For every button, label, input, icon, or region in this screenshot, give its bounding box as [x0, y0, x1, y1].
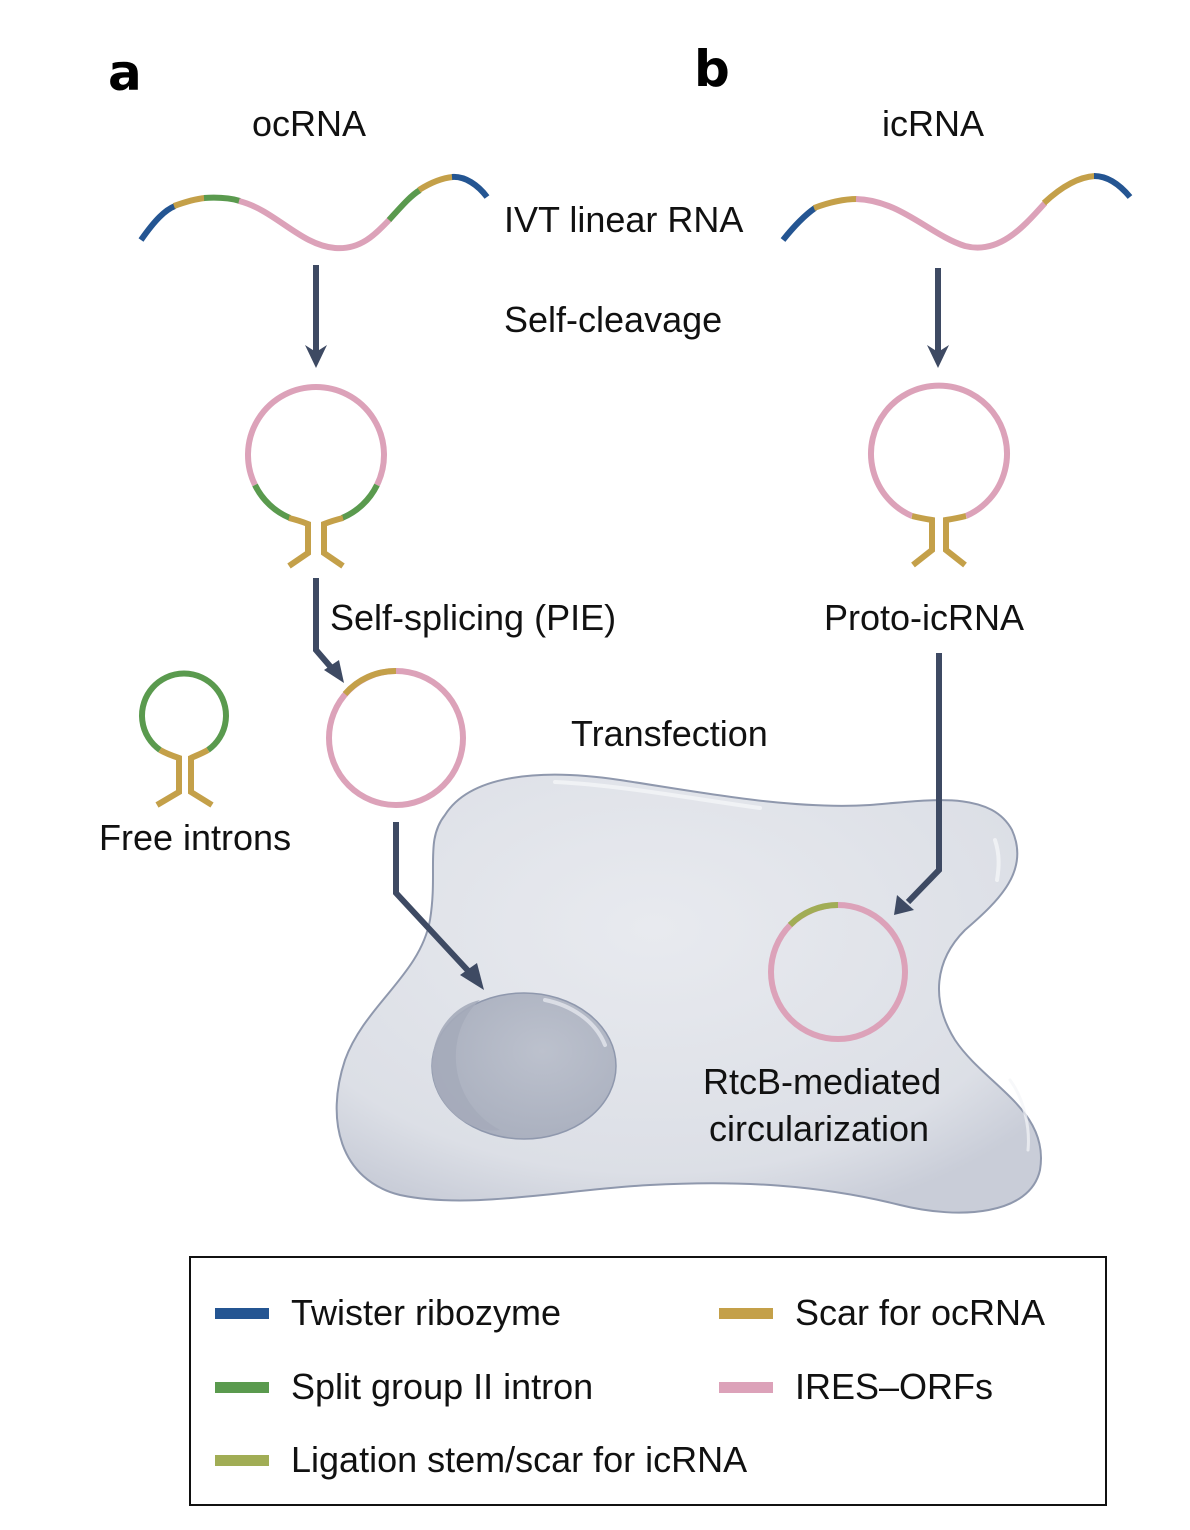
- self-splicing-label: Self-splicing (PIE): [330, 597, 617, 638]
- self-cleavage-label: Self-cleavage: [504, 299, 723, 340]
- legend-swatch: [215, 1307, 269, 1319]
- icrna-circle: [768, 901, 908, 1042]
- legend-swatch: [215, 1381, 269, 1393]
- free-intron-circle: [139, 670, 229, 808]
- legend-swatch: [719, 1307, 773, 1319]
- transfection-label: Transfection: [571, 713, 768, 754]
- cell-highlight-lower: [1008, 1078, 1030, 1152]
- legend-label: IRES–ORFs: [795, 1366, 994, 1407]
- legend-label: Scar for ocRNA: [795, 1292, 1046, 1333]
- ocrna-title: ocRNA: [252, 103, 367, 144]
- panel-label-a: a: [108, 44, 142, 102]
- legend-swatch: [719, 1381, 773, 1393]
- legend: Twister ribozyme Scar for ocRNA Split gr…: [189, 1256, 1107, 1506]
- cell-body: [335, 773, 1043, 1214]
- icrna-title: icRNA: [882, 103, 985, 144]
- panel-label-b: b: [694, 40, 730, 98]
- rtcb-label-line2: circularization: [709, 1108, 930, 1149]
- arrow-transfection-a: [393, 822, 484, 990]
- legend-item-ires-orfs: IRES–ORFs: [719, 1366, 993, 1408]
- legend-item-intron: Split group II intron: [215, 1366, 593, 1408]
- cell-highlight-right: [993, 838, 1001, 882]
- ivt-linear-rna-label: IVT linear RNA: [504, 199, 744, 240]
- proto-icrna-label: Proto-icRNA: [824, 597, 1025, 638]
- proto-icrna-circle: [868, 382, 1010, 568]
- legend-item-ligation: Ligation stem/scar for icRNA: [215, 1439, 747, 1481]
- nucleus-shade: [432, 1000, 500, 1131]
- cell: [335, 773, 1043, 1214]
- legend-label: Twister ribozyme: [291, 1292, 562, 1333]
- arrow-transfection-b: [894, 653, 942, 915]
- free-introns-label: Free introns: [99, 817, 292, 858]
- linear-rna-icrna: [780, 173, 1133, 251]
- legend-item-scar-ocrna: Scar for ocRNA: [719, 1292, 1045, 1334]
- nucleus-highlight: [543, 998, 607, 1047]
- ocrna-circle: [326, 667, 466, 808]
- cell-highlight: [553, 780, 762, 810]
- legend-item-twister: Twister ribozyme: [215, 1292, 561, 1334]
- legend-label: Split group II intron: [291, 1366, 594, 1407]
- legend-label: Ligation stem/scar for icRNA: [291, 1439, 748, 1480]
- arrow-self-splicing: [313, 578, 344, 683]
- linear-rna-ocrna: [138, 173, 490, 252]
- legend-swatch: [215, 1454, 269, 1466]
- arrow-self-cleavage-b: [927, 268, 949, 368]
- pre-splicing-circle: [245, 384, 387, 569]
- rtcb-label-line1: RtcB-mediated: [703, 1061, 942, 1102]
- arrow-self-cleavage-a: [305, 265, 327, 368]
